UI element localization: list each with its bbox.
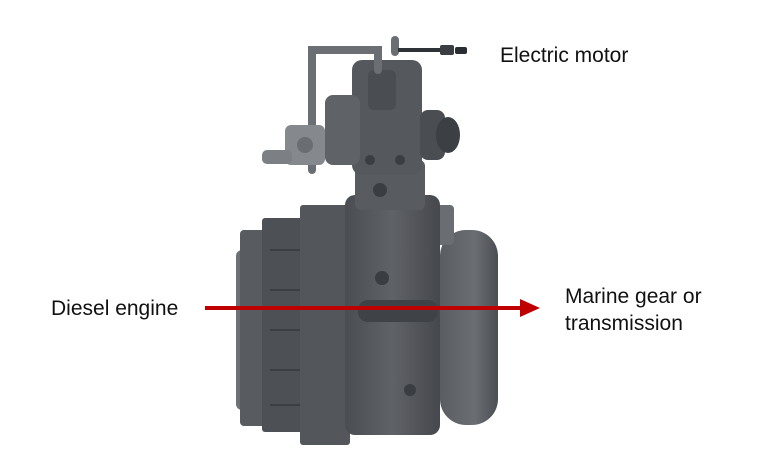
label-marine-gear: Marine gear or transmission [565,283,702,337]
label-marine-gear-line1: Marine gear or [565,285,702,308]
bell-housing [236,205,350,445]
arrow-head-icon [520,299,540,317]
electric-motor-unit [325,60,460,175]
label-marine-gear-line2: transmission [565,312,683,335]
label-electric-motor: Electric motor [500,44,629,67]
label-diesel-engine: Diesel engine [51,297,179,320]
pump-valve [262,125,325,165]
coolant-pipe [308,36,399,174]
electric-connector [398,45,467,55]
